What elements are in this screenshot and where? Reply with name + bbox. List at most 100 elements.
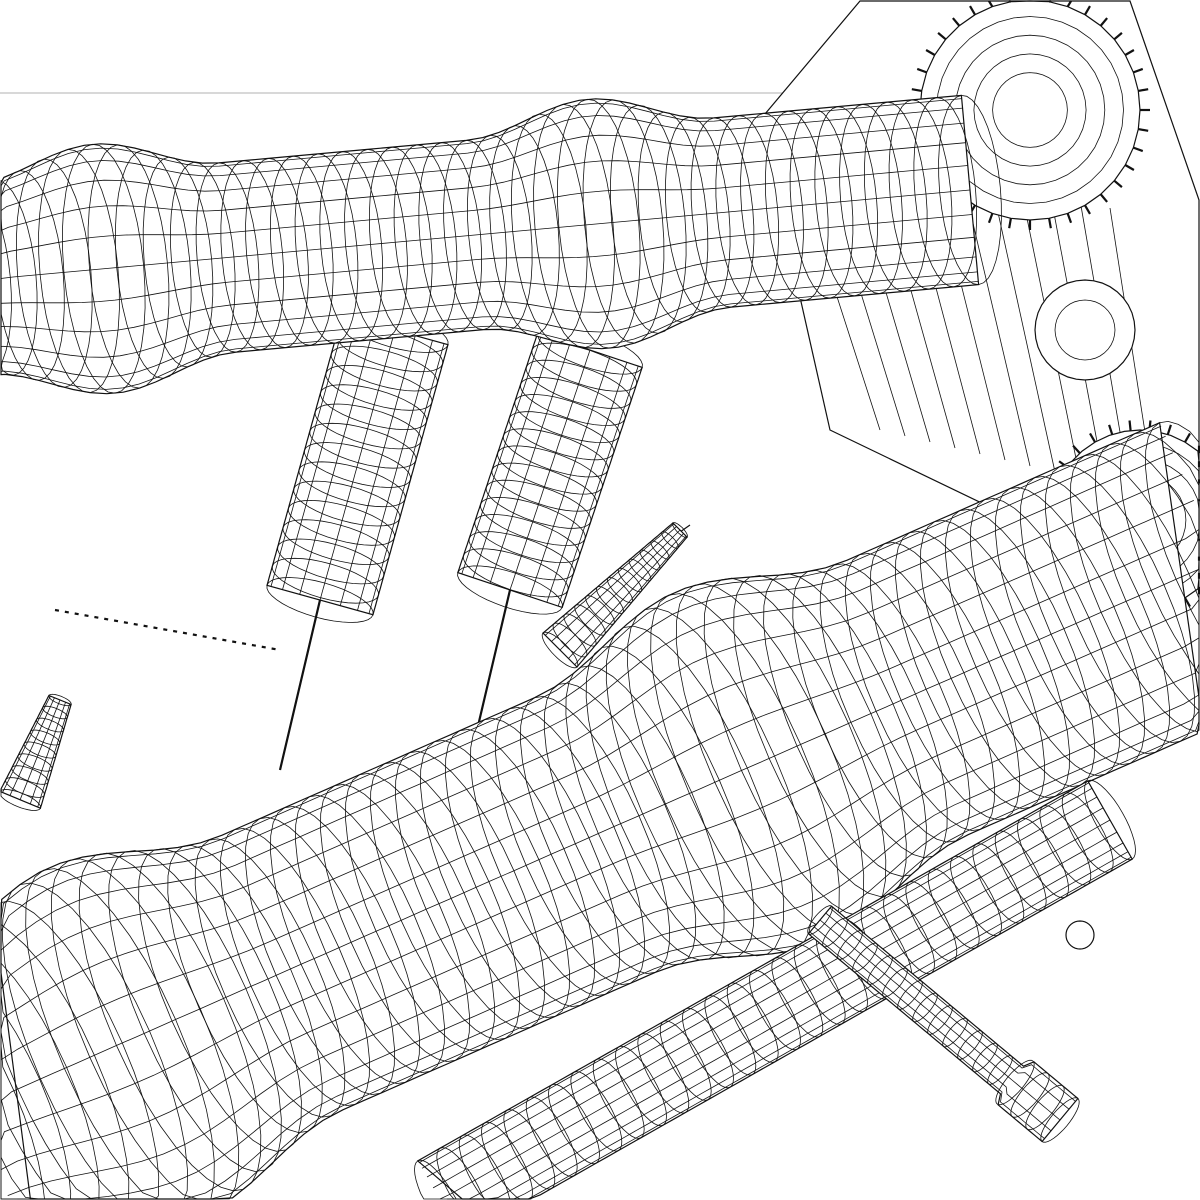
valve-spring-1-edge bbox=[319, 329, 396, 601]
lower-sprocket-tooth bbox=[1108, 424, 1114, 435]
cam-sprocket-tooth bbox=[1066, 212, 1073, 224]
lower-camshaft-ring bbox=[167, 844, 323, 1134]
cam-sprocket-tooth bbox=[925, 49, 936, 56]
cam-sprocket-tooth bbox=[1113, 32, 1123, 41]
lower-camshaft-ring bbox=[245, 816, 395, 1096]
lower-camshaft-ring bbox=[543, 682, 697, 966]
valve-spring-1-ring bbox=[304, 442, 411, 488]
upper-camshaft-ring bbox=[270, 155, 334, 346]
spark-plug-body-ring bbox=[541, 631, 579, 669]
spark-plug-left-ring bbox=[29, 729, 61, 746]
cam-sprocket-tooth bbox=[1138, 88, 1149, 92]
valve-spring-1-ring bbox=[288, 499, 395, 546]
lower-camshaft-edge bbox=[0, 529, 1200, 1080]
lower-camshaft-ring bbox=[605, 625, 785, 957]
rocker-shaft-ring bbox=[503, 1109, 556, 1190]
rocker-shaft-ring bbox=[637, 1033, 690, 1114]
valve-spring-1-ring bbox=[293, 480, 401, 527]
lower-camshaft-ring bbox=[763, 573, 927, 877]
upper-camshaft-edge bbox=[0, 236, 975, 333]
cam-sprocket-tooth bbox=[1138, 128, 1149, 132]
upper-camshaft-edge bbox=[0, 214, 973, 305]
upper-camshaft-ring bbox=[582, 99, 665, 344]
lower-camshaft-ring bbox=[970, 497, 1120, 777]
injector-edge bbox=[825, 912, 1070, 1110]
lower-camshaft-ring bbox=[945, 508, 1095, 788]
upper-camshaft-ring bbox=[393, 144, 458, 335]
injector-ring bbox=[822, 917, 848, 948]
upper-camshaft-edge bbox=[0, 271, 978, 378]
injector-ring bbox=[807, 905, 833, 935]
upper-camshaft-ring bbox=[556, 98, 641, 349]
upper-camshaft-ring bbox=[765, 110, 829, 301]
upper-camshaft-ring bbox=[789, 108, 854, 299]
injector-ring bbox=[972, 1042, 998, 1073]
rocker-shaft-ring bbox=[771, 957, 824, 1038]
lower-camshaft-ring bbox=[845, 552, 995, 832]
spark-plug-left-ring bbox=[5, 777, 45, 798]
valve-spring-2-edge bbox=[529, 356, 611, 597]
cam-sprocket-tooth bbox=[969, 5, 976, 16]
upper-camshaft-ring bbox=[344, 148, 408, 340]
upper-camshaft-ring bbox=[715, 115, 779, 306]
upper-camshaft-ring bbox=[443, 139, 507, 331]
rocker-shaft-ring bbox=[972, 843, 1025, 924]
upper-camshaft-ring bbox=[814, 106, 878, 297]
rocker-shaft-ring bbox=[749, 969, 801, 1051]
rocker-shaft-ring bbox=[682, 1007, 734, 1089]
lower-sprocket-tooth bbox=[1072, 444, 1081, 454]
rocker-shaft-ring bbox=[1039, 805, 1092, 886]
spark-plug-body-ring bbox=[650, 540, 670, 560]
lower-camshaft-ring bbox=[108, 850, 282, 1172]
spark-plug-body-ring bbox=[628, 558, 652, 582]
rocker-shaft-ring bbox=[994, 830, 1047, 911]
cam-sprocket-tooth bbox=[988, 0, 994, 8]
spark-plug-body-ring bbox=[574, 604, 606, 636]
lower-camshaft-edge bbox=[7, 645, 1200, 1196]
injector-ring bbox=[1040, 1097, 1080, 1143]
lower-camshaft-ring bbox=[295, 794, 445, 1074]
upper-camshaft-ring bbox=[938, 94, 1002, 286]
rocker-shaft-ring bbox=[905, 881, 958, 962]
spark-plug-body-ring bbox=[672, 522, 688, 538]
cam-sprocket-tooth bbox=[987, 212, 994, 224]
cam-sprocket-tooth bbox=[1008, 0, 1012, 3]
injector-ring bbox=[942, 1017, 968, 1048]
valve-spring-1-ring bbox=[309, 422, 417, 469]
injector-ring bbox=[927, 1005, 953, 1035]
cam-sprocket-tooth bbox=[1124, 49, 1135, 56]
lower-camshaft-edge bbox=[0, 560, 1200, 1110]
valve-spring-2-ring bbox=[531, 342, 638, 392]
cam-sprocket-tooth bbox=[1132, 146, 1144, 153]
injector-ring bbox=[882, 967, 908, 998]
cam-sprocket-tooth bbox=[937, 32, 947, 41]
upper-camshaft-edge bbox=[0, 107, 963, 199]
lower-camshaft-edge bbox=[0, 425, 1162, 977]
lower-camshaft-ring bbox=[650, 593, 840, 945]
tensioner-pulley-hub bbox=[1054, 299, 1116, 361]
upper-camshaft-edge bbox=[0, 122, 964, 214]
lower-camshaft-ring bbox=[733, 575, 907, 897]
rocker-shaft-edge bbox=[461, 856, 1132, 1200]
rocker-shaft-edge bbox=[453, 842, 1124, 1200]
rocker-shaft-edge bbox=[446, 831, 1118, 1200]
spark-plug-body-edge bbox=[559, 529, 681, 651]
upper-camshaft-edge bbox=[0, 98, 962, 189]
upper-camshaft-ring bbox=[142, 156, 214, 368]
rocker-shaft-ring bbox=[1084, 779, 1136, 861]
rocker-shaft-ring bbox=[1017, 817, 1069, 899]
upper-camshaft-ring bbox=[533, 103, 615, 349]
injector-edge bbox=[809, 931, 1045, 1139]
upper-camshaft-ring bbox=[510, 113, 588, 343]
rocker-shaft-edge bbox=[421, 787, 1093, 1169]
injector-ring bbox=[995, 1059, 1035, 1106]
rocker-shaft-ring bbox=[592, 1058, 645, 1139]
valve-spring-1-ring bbox=[272, 557, 379, 604]
lower-camshaft-ring bbox=[995, 486, 1145, 766]
lower-sprocket-tooth bbox=[1166, 424, 1172, 435]
valve-spring-1-edge bbox=[299, 324, 376, 595]
lower-sprocket-tooth bbox=[1128, 420, 1132, 431]
upper-camshaft-edge bbox=[0, 281, 979, 390]
lower-sprocket-tooth bbox=[1089, 432, 1096, 443]
